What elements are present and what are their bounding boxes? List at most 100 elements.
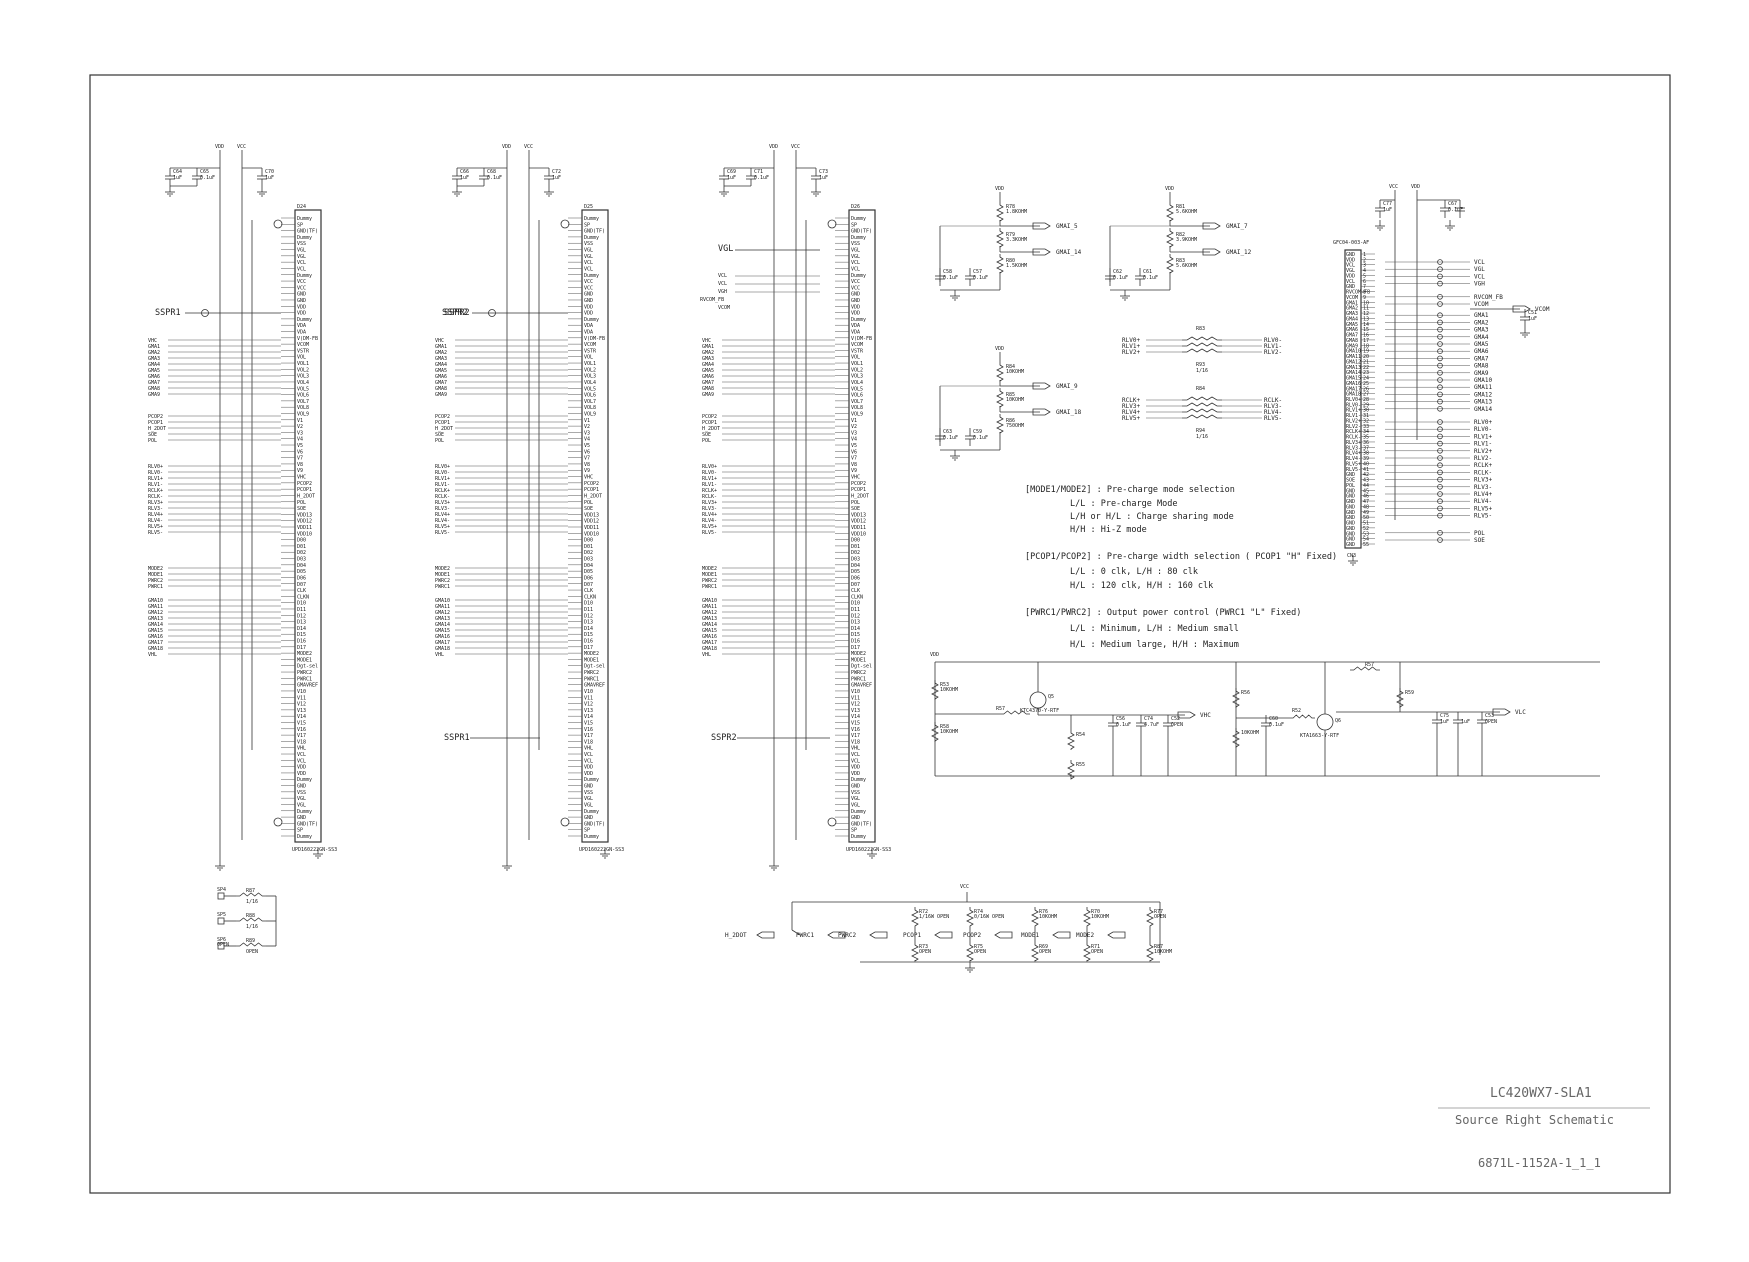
signal-label: VHL	[435, 652, 444, 658]
pin-name: D10	[584, 601, 593, 607]
rail-vcc: VCC	[524, 144, 533, 150]
pin-number: 2	[1363, 257, 1366, 263]
pin-name: VDD	[851, 311, 860, 317]
net-label: GMA14	[1474, 406, 1492, 413]
pin-name: VOL9	[584, 411, 596, 417]
pin-name: D16	[584, 639, 593, 645]
pin-name: Dummy	[851, 809, 866, 815]
pin-name: Dummy	[584, 273, 599, 279]
pin-name: PWRC2	[851, 670, 866, 676]
res-ref: R93	[1196, 362, 1205, 368]
pin-name: SOE	[1346, 478, 1355, 484]
testpoint-icon	[1437, 377, 1443, 383]
signal-label: H_2DOT	[702, 426, 720, 432]
res-value: 10KOHM	[1154, 949, 1172, 955]
regulator-output: VLC	[1515, 709, 1526, 716]
pin-name: SP	[584, 828, 590, 834]
cap-value: 4.7uF	[1144, 722, 1159, 728]
pin-name: V1	[851, 418, 857, 424]
signal-label: GMA9	[435, 392, 447, 398]
signal-label: GMA17	[435, 640, 450, 646]
pin-name: VCOM	[1346, 295, 1358, 301]
signal-label: MODE1	[435, 572, 450, 578]
res-ref: R87	[246, 888, 255, 894]
pin-name: VOL4	[297, 380, 309, 386]
pin-name: VCOM	[584, 342, 596, 348]
pin-name: VCC	[584, 285, 593, 291]
pin-name: Dummy	[297, 834, 312, 840]
signal-label: GMA8	[148, 386, 160, 392]
driver-ref: D24	[297, 204, 306, 210]
pin-name: V8	[584, 462, 590, 468]
pin-name: V2	[851, 424, 857, 430]
pin-name: Dummy	[297, 809, 312, 815]
signal-label: GMA11	[702, 604, 717, 610]
signal-label: SOE	[702, 432, 711, 438]
net-label: RLV3+	[1122, 403, 1140, 410]
pin-name: GMA9	[1346, 343, 1358, 349]
pin-name: D11	[297, 607, 306, 613]
pin-name: VOL8	[297, 405, 309, 411]
pin-name: H_2DOT	[584, 493, 602, 499]
pin-number: 18	[1363, 343, 1369, 349]
net-label: POL	[1474, 530, 1485, 537]
resistor	[931, 722, 939, 742]
pin-name: D05	[851, 569, 860, 575]
pin-name: D13	[297, 620, 306, 626]
pin-name: V18	[851, 739, 860, 745]
res-value: 1.8KOHM	[1006, 209, 1027, 215]
title-block: LC420WX7-SLA1 Source Right Schematic 687…	[1438, 1086, 1650, 1170]
pin-name: VGL	[297, 248, 306, 254]
rail-vdd: VDD	[1165, 186, 1174, 192]
signal-label: GMA12	[148, 610, 163, 616]
signal-label: VHL	[148, 652, 157, 658]
pin-name: GND	[584, 815, 593, 821]
pin-name: D17	[584, 645, 593, 651]
resistor	[236, 942, 266, 947]
testpoint-icon	[1437, 384, 1443, 391]
res-ref: R84	[1196, 386, 1205, 392]
pin-name: V17	[584, 733, 593, 739]
testpoint-icon	[1437, 280, 1443, 287]
signal-label: GMA5	[148, 368, 160, 374]
cap-ref: C74	[1144, 716, 1153, 722]
pin-name: D12	[297, 613, 306, 619]
pin-name: Dgt-sel	[297, 664, 318, 670]
pin-name: Dummy	[297, 317, 312, 323]
testpoint-icon	[1437, 447, 1443, 454]
pin-number: 28	[1363, 397, 1369, 403]
cap-ref: C75	[1440, 713, 1449, 719]
pin-name: VDD13	[851, 512, 866, 518]
pin-name: GND(TF)	[297, 229, 318, 235]
pin-name: VDD	[584, 771, 593, 777]
cap-ref: C66	[460, 169, 469, 175]
driver-part: UPD160222GN-SS3	[292, 847, 337, 853]
rail-vdd: VDD	[769, 144, 778, 150]
pin-name: V16	[851, 727, 860, 733]
rail-vdd: VDD	[215, 144, 224, 150]
pin-name: VGL	[584, 248, 593, 254]
pin-name: GND	[584, 784, 593, 790]
pin-name: VHL	[584, 746, 593, 752]
pin-name: RCLK-	[1346, 435, 1361, 441]
pin-name: VOL3	[297, 374, 309, 380]
note-pwrc-l: L/L : Minimum, L/H : Medium small	[1070, 624, 1239, 634]
pin-name: V3	[297, 430, 303, 436]
pin-name: GND	[297, 292, 306, 298]
pin-name: RLV4+	[1346, 451, 1361, 457]
net-label: VCL	[1474, 273, 1485, 280]
pin-name: VDD13	[297, 512, 312, 518]
pin-number: 55	[1363, 542, 1369, 548]
signal-label: PWRC2	[702, 578, 717, 584]
cap-ref: C53	[1485, 713, 1494, 719]
testpoint-icon	[1437, 398, 1443, 405]
testpoint-icon	[1437, 266, 1443, 273]
resistor	[911, 907, 919, 927]
note-pwrc-h: H/L : Medium large, H/H : Maximum	[1070, 640, 1239, 650]
pin-name: V16	[584, 727, 593, 733]
pin-name: GND	[1346, 531, 1355, 537]
res-ref: R94	[1196, 428, 1205, 434]
pin-number: 33	[1363, 424, 1369, 430]
sspr-label: SSPR2	[711, 733, 737, 743]
